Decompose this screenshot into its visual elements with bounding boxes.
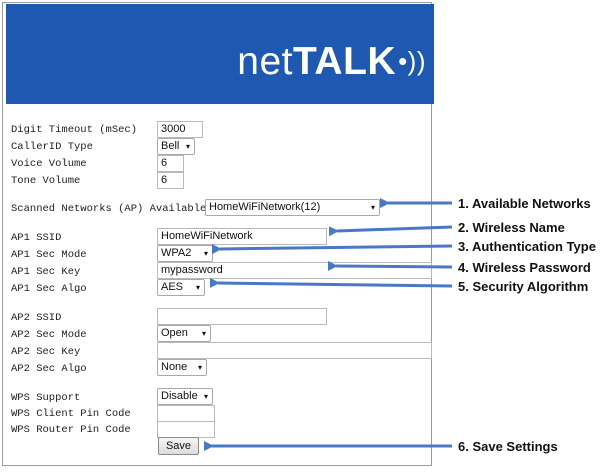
ap2-sec-mode-select[interactable]: Open▾ <box>157 325 211 342</box>
annotation-wireless-name: 2. Wireless Name <box>458 220 565 235</box>
callerid-type-select[interactable]: Bell▾ <box>157 138 195 155</box>
ap2-ssid-input[interactable] <box>157 308 327 325</box>
ap1-sec-algo-select[interactable]: AES▾ <box>157 279 205 296</box>
ap2-ssid-label: AP2 SSID <box>11 312 62 324</box>
digit-timeout-input[interactable]: 3000 <box>157 121 203 138</box>
ap2-sec-algo-select[interactable]: None▾ <box>157 359 207 376</box>
wps-support-label: WPS Support <box>11 392 81 404</box>
arrow-wireless-password <box>327 260 453 271</box>
annotation-security-algorithm: 5. Security Algorithm <box>458 279 589 294</box>
chevron-down-icon: ▾ <box>185 142 190 151</box>
chevron-down-icon: ▾ <box>203 392 208 401</box>
ap1-ssid-input[interactable]: HomeWiFiNetwork <box>157 228 327 245</box>
annotation-wireless-password: 4. Wireless Password <box>458 260 591 275</box>
chevron-down-icon: ▾ <box>195 283 200 292</box>
ap2-sec-key-label: AP2 Sec Key <box>11 346 81 358</box>
arrow-security-algorithm <box>209 277 453 288</box>
save-button[interactable]: Save <box>158 437 199 455</box>
ap1-sec-key-label: AP1 Sec Key <box>11 266 81 278</box>
ap1-sec-mode-label: AP1 Sec Mode <box>11 249 87 261</box>
wps-client-pin-label: WPS Client Pin Code <box>11 408 131 420</box>
annotation-save-settings: 6. Save Settings <box>458 439 558 454</box>
voice-volume-label: Voice Volume <box>11 158 87 170</box>
chevron-down-icon: ▾ <box>370 203 375 212</box>
annotation-available-networks: 1. Available Networks <box>458 196 591 211</box>
scanned-networks-select[interactable]: HomeWiFiNetwork(12)▾ <box>205 199 380 216</box>
callerid-type-label: CallerID Type <box>11 141 93 153</box>
tone-volume-input[interactable]: 6 <box>157 172 184 189</box>
digit-timeout-label: Digit Timeout (mSec) <box>11 124 138 136</box>
voice-volume-input[interactable]: 6 <box>157 155 184 172</box>
nettalk-logo: netTALK•)) <box>237 40 426 83</box>
signal-waves-icon: •)) <box>398 46 426 76</box>
arrow-authentication-type <box>211 244 453 255</box>
ap2-sec-mode-label: AP2 Sec Mode <box>11 329 87 341</box>
chevron-down-icon: ▾ <box>197 363 202 372</box>
tone-volume-label: Tone Volume <box>11 175 81 187</box>
ap2-sec-key-input[interactable] <box>157 342 432 359</box>
arrow-wireless-name <box>328 225 453 237</box>
wps-router-pin-label: WPS Router Pin Code <box>11 424 131 436</box>
ap1-ssid-label: AP1 SSID <box>11 232 62 244</box>
annotation-authentication-type: 3. Authentication Type <box>458 239 596 254</box>
ap1-sec-algo-label: AP1 Sec Algo <box>11 283 87 295</box>
wps-support-select[interactable]: Disable▾ <box>157 388 213 405</box>
chevron-down-icon: ▾ <box>201 329 206 338</box>
chevron-down-icon: ▾ <box>203 249 208 258</box>
scanned-networks-label: Scanned Networks (AP) Available <box>11 203 207 215</box>
ap2-sec-algo-label: AP2 Sec Algo <box>11 363 87 375</box>
nettalk-banner: netTALK•)) <box>6 4 434 104</box>
